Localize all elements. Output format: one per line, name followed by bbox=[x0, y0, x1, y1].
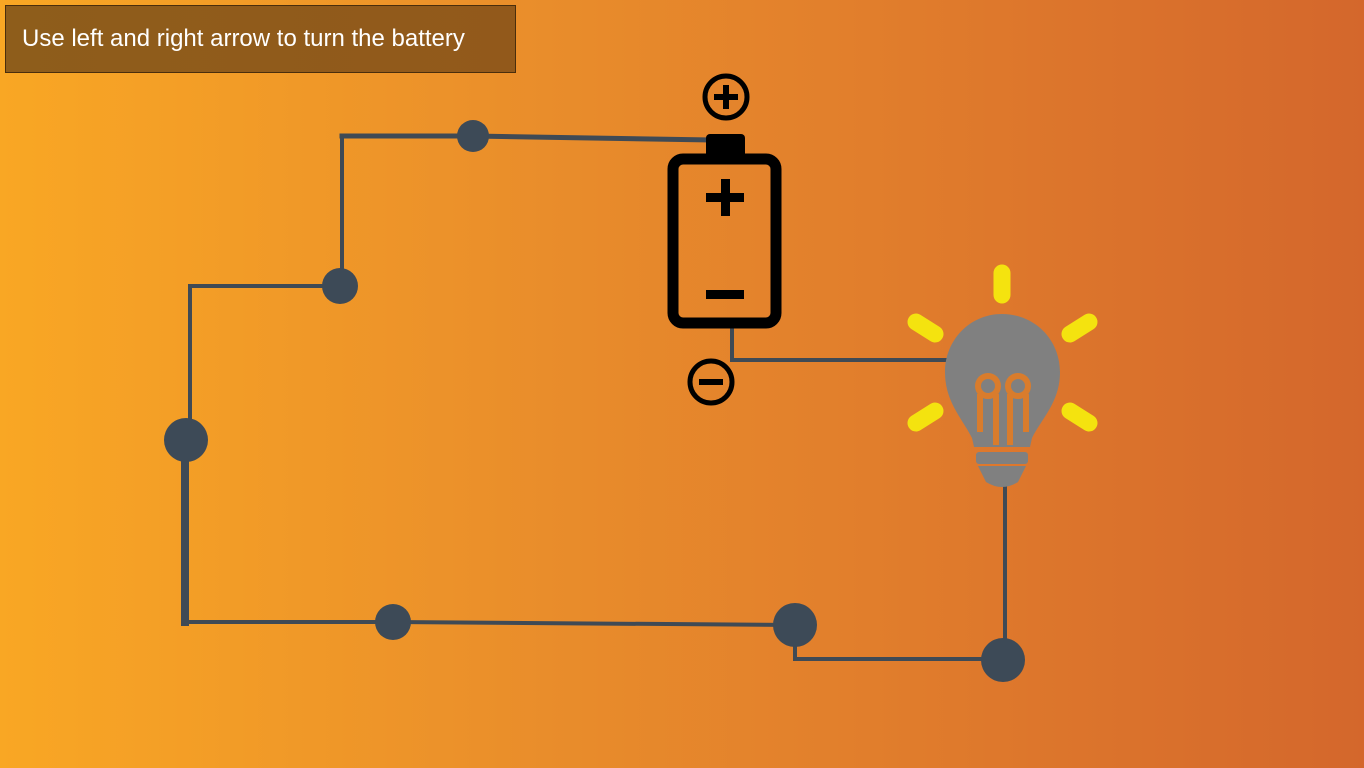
junction-nodes bbox=[164, 120, 1025, 682]
junction-node bbox=[773, 603, 817, 647]
wire-upper-left bbox=[188, 134, 344, 288]
junction-node bbox=[164, 418, 208, 462]
wire-top bbox=[339, 133, 713, 143]
wire-battery-to-bulb bbox=[730, 323, 948, 362]
bulb-rays bbox=[907, 264, 1098, 432]
instruction-banner: Use left and right arrow to turn the bat… bbox=[5, 5, 516, 73]
battery-body bbox=[667, 153, 782, 329]
bulb-base bbox=[976, 452, 1028, 464]
minus-circle-icon bbox=[687, 358, 735, 406]
junction-node bbox=[375, 604, 411, 640]
battery-plus-vertical bbox=[721, 179, 730, 216]
light-bulb-icon bbox=[907, 264, 1098, 487]
battery-minus bbox=[706, 290, 744, 299]
junction-node bbox=[322, 268, 358, 304]
bulb-base-tip bbox=[978, 466, 1026, 487]
wires bbox=[181, 133, 1007, 661]
plus-circle-icon bbox=[702, 73, 750, 121]
wire-bottom bbox=[183, 620, 798, 628]
bulb-filament bbox=[975, 373, 1031, 445]
battery-icon[interactable] bbox=[667, 134, 782, 329]
bulb-glass bbox=[945, 314, 1060, 447]
junction-node bbox=[457, 120, 489, 152]
wire-bottom-right bbox=[793, 623, 1005, 661]
junction-node bbox=[981, 638, 1025, 682]
instruction-text: Use left and right arrow to turn the bat… bbox=[22, 25, 465, 52]
